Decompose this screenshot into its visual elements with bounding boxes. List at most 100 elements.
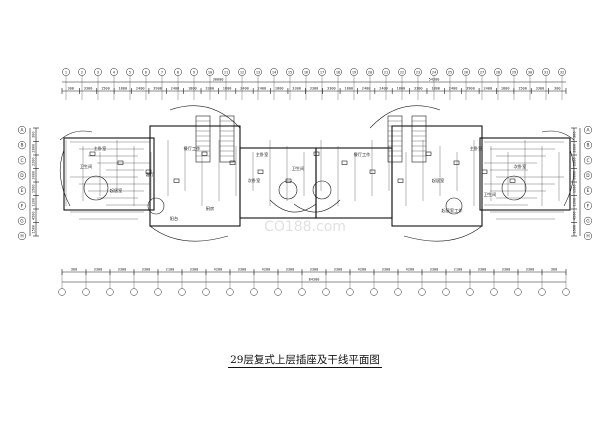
axis-bubble (322, 288, 330, 296)
dim-value: 4200 (406, 268, 415, 272)
outlet-symbol (285, 178, 292, 183)
dim-value: 3300 (205, 87, 214, 91)
axis-bubble (490, 288, 498, 296)
axis-bubble (466, 288, 474, 296)
dim-value: 3300 (382, 268, 391, 272)
axis-bubble (583, 156, 593, 165)
axis-label: 6 (145, 70, 147, 74)
dim-value: 2200 (573, 157, 577, 166)
dim-sub: 30000 (213, 78, 224, 82)
dim-value: 3300 (478, 268, 487, 272)
dim-value: 3300 (310, 87, 319, 91)
curved-wall (269, 199, 317, 213)
dim-value: 3300 (292, 87, 301, 91)
room-label: 阳台 (170, 215, 178, 222)
axis-label: E (587, 188, 590, 194)
axis-bubble (346, 288, 354, 296)
dim-value: 1500 (573, 225, 577, 234)
outlet-symbol (89, 151, 96, 156)
dim-value: 4500 (573, 211, 577, 220)
dim-value: 1200 (32, 198, 36, 207)
axis-bubble (17, 201, 27, 210)
room-label: 主卧室 (94, 145, 107, 152)
axis-bubble (154, 288, 162, 296)
axis-bubble (17, 125, 27, 135)
dim-value: 3300 (526, 268, 535, 272)
dim-value: 1500 (518, 87, 527, 91)
axis-label: 12 (240, 70, 244, 74)
outlet-symbol (481, 169, 488, 174)
round-element (312, 180, 332, 200)
dim-value: 3900 (466, 87, 475, 91)
axis-label: 27 (480, 70, 484, 74)
dim-value: 1500 (101, 87, 110, 91)
dim-total: 84300 (309, 278, 320, 282)
room-labels: 主卧室卫生间起居室客厅餐厅工作厨房阳台主卧室次卧室卫生间餐厅工作起居室主卧室次卧… (80, 145, 527, 222)
dim-value: 3000 (573, 171, 577, 180)
axis-label: 1 (65, 70, 67, 74)
axis-label: D (586, 173, 590, 179)
room-label: 主卧室 (256, 151, 269, 158)
dim-value: 1800 (275, 87, 284, 91)
curved-wall (149, 225, 229, 242)
round-element (445, 197, 463, 215)
axis-label: C (586, 158, 589, 164)
curved-wall (169, 105, 241, 129)
wall-block (391, 125, 483, 227)
side-dimension-chains: 3002800220030001500120045001500300280022… (29, 127, 581, 237)
dim-value: 3300 (190, 268, 199, 272)
axis-label: 8 (177, 70, 179, 74)
axis-bubble (394, 288, 402, 296)
room-label: 起居室工作 (442, 207, 464, 214)
dim-value: 4500 (32, 211, 36, 220)
axis-label: 30 (528, 70, 532, 74)
axis-label: 5 (129, 70, 131, 74)
dim-value: 3000 (32, 171, 36, 180)
curved-wall (59, 130, 93, 141)
axis-label: 4 (113, 70, 115, 74)
outlet-symbol (145, 169, 152, 174)
room-label: 次卧室 (248, 177, 261, 184)
dim-value: 1800 (344, 87, 353, 91)
axis-bubble (298, 288, 306, 296)
axis-label: 21 (384, 70, 388, 74)
stair-core (219, 115, 235, 163)
axis-bubble (370, 288, 378, 296)
outlet-symbol (397, 178, 404, 183)
axis-label: H (20, 234, 23, 240)
axis-label: A (586, 128, 589, 134)
watermark-text: CO188.com (264, 219, 346, 235)
dim-value: 3300 (430, 268, 439, 272)
curved-wall (59, 149, 71, 207)
round-element (278, 180, 298, 200)
axis-bubble (178, 288, 186, 296)
axis-label: 32 (560, 70, 564, 74)
axis-label: 24 (432, 70, 436, 74)
axis-label: H (586, 234, 589, 240)
axis-label: 10 (208, 70, 212, 74)
drawing-title-text: 29层复式上层插座及干线平面图 (228, 354, 382, 368)
dim-value: 2200 (32, 157, 36, 166)
dim-value: 2100 (454, 268, 463, 272)
dim-value: 300 (71, 268, 78, 272)
axis-bubble (514, 288, 522, 296)
room-label: 厨房 (206, 205, 214, 212)
axis-bubble (106, 288, 114, 296)
room-label: 客厅 (146, 171, 154, 178)
stair-core (411, 115, 427, 163)
wall-block (63, 137, 155, 211)
wall-block (239, 147, 317, 219)
room-label: 卫生间 (292, 165, 305, 172)
axis-label: 13 (256, 70, 260, 74)
dim-value: 1800 (188, 87, 197, 91)
outlet-symbol (201, 151, 208, 156)
outlet-symbol (341, 160, 348, 165)
dim-value: 2400 (362, 87, 371, 91)
dim-value: 300 (573, 132, 577, 139)
dim-value: 3300 (238, 268, 247, 272)
axis-label: 17 (320, 70, 324, 74)
dim-value: 1800 (501, 87, 510, 91)
